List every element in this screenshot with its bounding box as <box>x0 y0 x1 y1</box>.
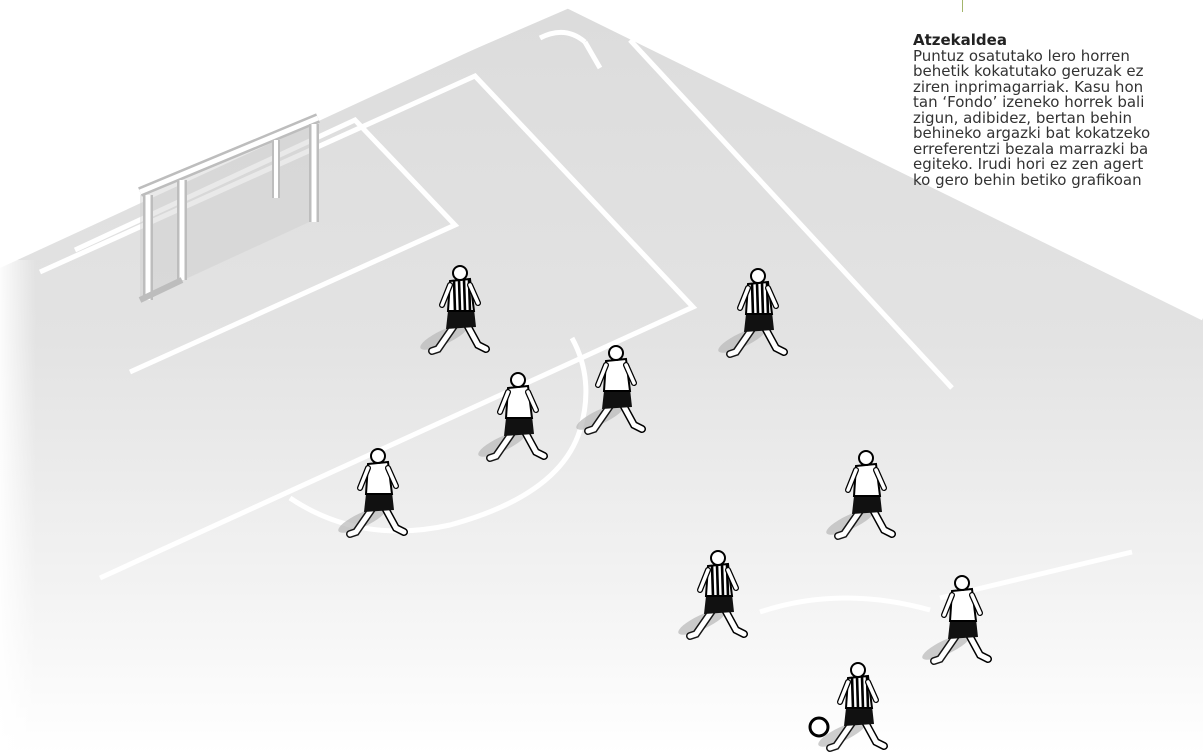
ball <box>810 718 828 736</box>
annotation-block: Atzekaldea Puntuz osatutako lero horren … <box>913 33 1203 188</box>
divider-tick <box>962 0 963 12</box>
annotation-line: ko gero behin betiko grafikoan <box>913 173 1203 189</box>
